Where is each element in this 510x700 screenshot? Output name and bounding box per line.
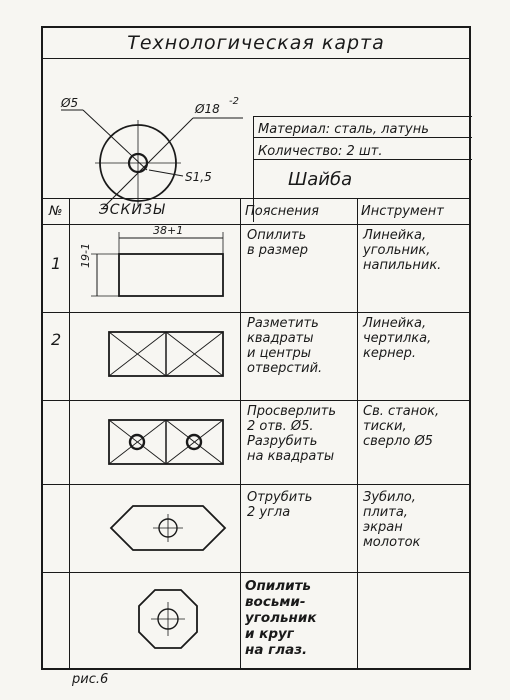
outer-diameter-label: Ø18 (195, 102, 220, 116)
row-1-width-dim: 38+1 (153, 224, 184, 237)
header-explanations: Пояснения (245, 204, 319, 219)
header-sketches: ЭСКИЗЫ (99, 202, 166, 218)
row-2-tools: Линейка, чертилка, кернер. (363, 316, 432, 361)
row-4-explanation: Отрубить 2 угла (247, 490, 313, 520)
row-4-sketch (109, 505, 227, 551)
material-row: Материал: сталь, латунь (254, 116, 472, 138)
quantity-row: Количество: 2 шт. (254, 138, 472, 160)
header-tools: Инструмент (361, 204, 444, 219)
row-3-explanation: Просверлить 2 отв. Ø5. Разрубить на квад… (247, 404, 337, 464)
row-1-explanation: Опилить в размер (247, 228, 308, 258)
figure-caption: рис.6 (72, 672, 109, 687)
row-5-sketch (138, 589, 198, 649)
quantity-text: Количество: 2 шт. (258, 144, 383, 159)
outer-diameter-tolerance: -2 (229, 96, 239, 107)
row-5-explanation: Опилить восьми- угольник и круг на глаз. (245, 578, 317, 658)
row-1-number: 1 (51, 254, 62, 273)
info-box: Материал: сталь, латунь Количество: 2 шт… (253, 116, 472, 222)
card-frame: Технологическая карта Ø5 Ø18 -2 S1,5 Мат… (41, 26, 472, 670)
row-2-explanation: Разметить квадраты и центры отверстий. (247, 316, 323, 376)
thickness-label: S1,5 (185, 170, 212, 184)
row-2-sketch (108, 331, 224, 377)
washer-drawing (61, 109, 243, 209)
header-number: № (49, 204, 63, 219)
row-1-height-dim: 19-1 (79, 243, 92, 268)
card-title: Технологическая карта (43, 28, 469, 59)
row-1-sketch (91, 232, 224, 297)
row-4-tools: Зубило, плита, экран молоток (363, 490, 421, 550)
row-1-rectangle (118, 253, 224, 297)
part-name-row: Шайба (254, 160, 472, 190)
inner-diameter-label: Ø5 (61, 96, 79, 110)
part-name: Шайба (288, 169, 353, 190)
material-text: Материал: сталь, латунь (258, 122, 429, 137)
row-3-tools: Св. станок, тиски, сверло Ø5 (363, 404, 440, 449)
row-3-sketch (108, 419, 224, 465)
row-1-tools: Линейка, угольник, напильник. (363, 228, 442, 273)
row-2-number: 2 (51, 330, 62, 349)
